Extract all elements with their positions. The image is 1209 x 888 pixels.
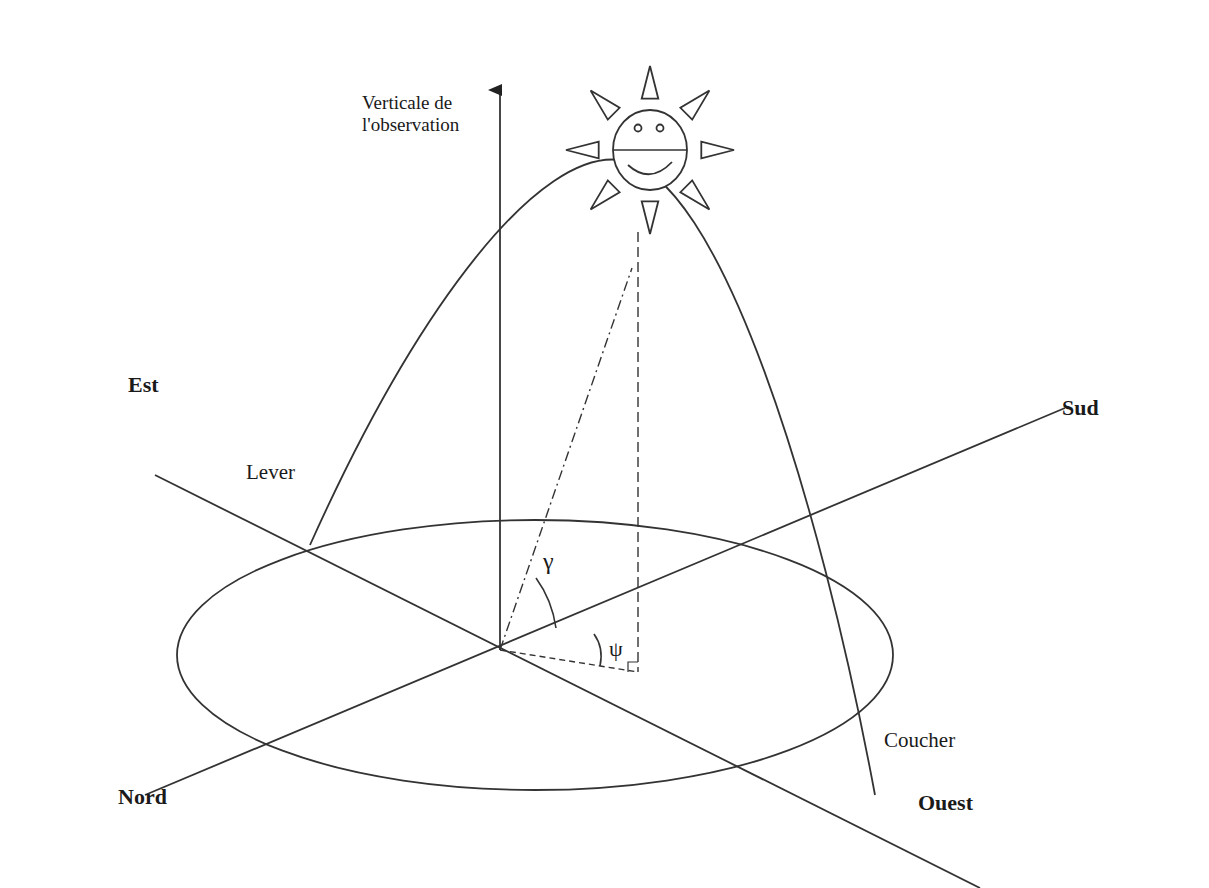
sun-ray <box>680 180 709 209</box>
event-label: Lever <box>246 460 295 484</box>
sun-ray <box>591 180 620 209</box>
event-label: Coucher <box>884 728 955 752</box>
right-angle-mark <box>628 662 638 672</box>
sun-ray <box>591 91 620 120</box>
gamma-arc <box>536 578 556 628</box>
sun-ray <box>701 142 734 159</box>
sun-ray <box>566 142 599 159</box>
east-west-axis <box>155 475 980 888</box>
sun-ray <box>642 201 659 234</box>
direction-label: Sud <box>1062 395 1099 420</box>
axis-title: Verticale de l'observation <box>362 92 497 136</box>
horizon-ellipse <box>177 520 893 790</box>
sun-projection <box>637 232 638 672</box>
angle-label: γ <box>541 548 556 576</box>
north-south-axis <box>145 408 1065 795</box>
sun-direction <box>500 268 632 650</box>
psi-arc <box>594 634 601 666</box>
direction-label: Nord <box>118 784 167 809</box>
sun-ray <box>680 91 709 120</box>
sun-symbol <box>566 66 734 234</box>
sun-path <box>310 160 875 795</box>
vertical-axis <box>499 90 501 650</box>
direction-label: Est <box>128 372 159 397</box>
direction-label: Ouest <box>918 790 973 815</box>
angle-label: ψ <box>607 636 625 661</box>
sun-ray <box>642 66 659 99</box>
